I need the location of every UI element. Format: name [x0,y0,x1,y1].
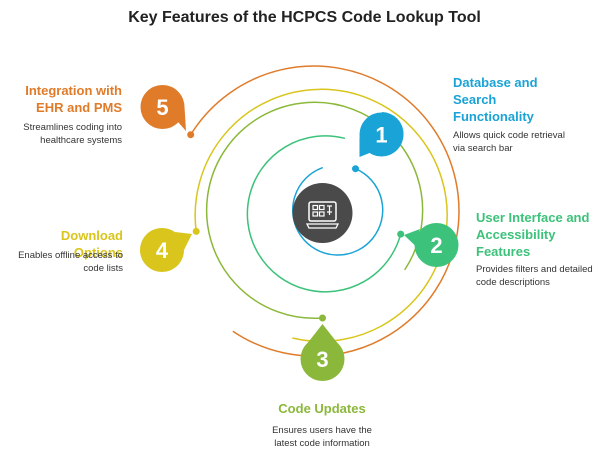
feature-3-description: Ensures users have the latest code infor… [272,425,372,449]
badge-4: 4 [140,228,192,272]
badge-4-number: 4 [156,238,169,263]
computer-terminal-icon [292,183,353,243]
marker-dot-3 [319,314,326,322]
feature-3-heading: Code Updates [278,401,366,416]
page-title: Key Features of the HCPCS Code Lookup To… [128,9,481,26]
feature-5-heading: Integration with EHR and PMS [25,83,122,115]
feature-1-description: Allows quick code retrieval via search b… [453,130,565,154]
badge-3-number: 3 [316,347,328,372]
feature-2-description: Provides filters and detailed code descr… [476,264,593,288]
marker-dot-1 [352,165,359,173]
arc-ring-3 [205,101,424,320]
marker-dot-5 [187,131,195,139]
arc-ring-1 [291,167,384,256]
badge-2: 2 [404,223,459,267]
badge-3: 3 [300,324,345,381]
badge-1-number: 1 [375,123,387,148]
feature-2-heading: User Interface and Accessibility Feature… [476,210,590,259]
arc-ring-2 [246,135,402,293]
badge-5: 5 [140,85,186,131]
arc-ring-4 [194,88,448,343]
badge-2-number: 2 [430,233,442,258]
badge-1: 1 [359,112,404,157]
marker-dot-2 [397,230,405,238]
feature-4-description: Enables offline access to code lists [18,250,123,274]
feature-4-heading: Download Options [60,228,123,260]
feature-5-description: Streamlines coding into healthcare syste… [23,122,122,146]
feature-1-heading: Database and Search Functionality [453,75,538,124]
badge-5-number: 5 [156,95,168,120]
marker-dot-4 [192,227,200,235]
